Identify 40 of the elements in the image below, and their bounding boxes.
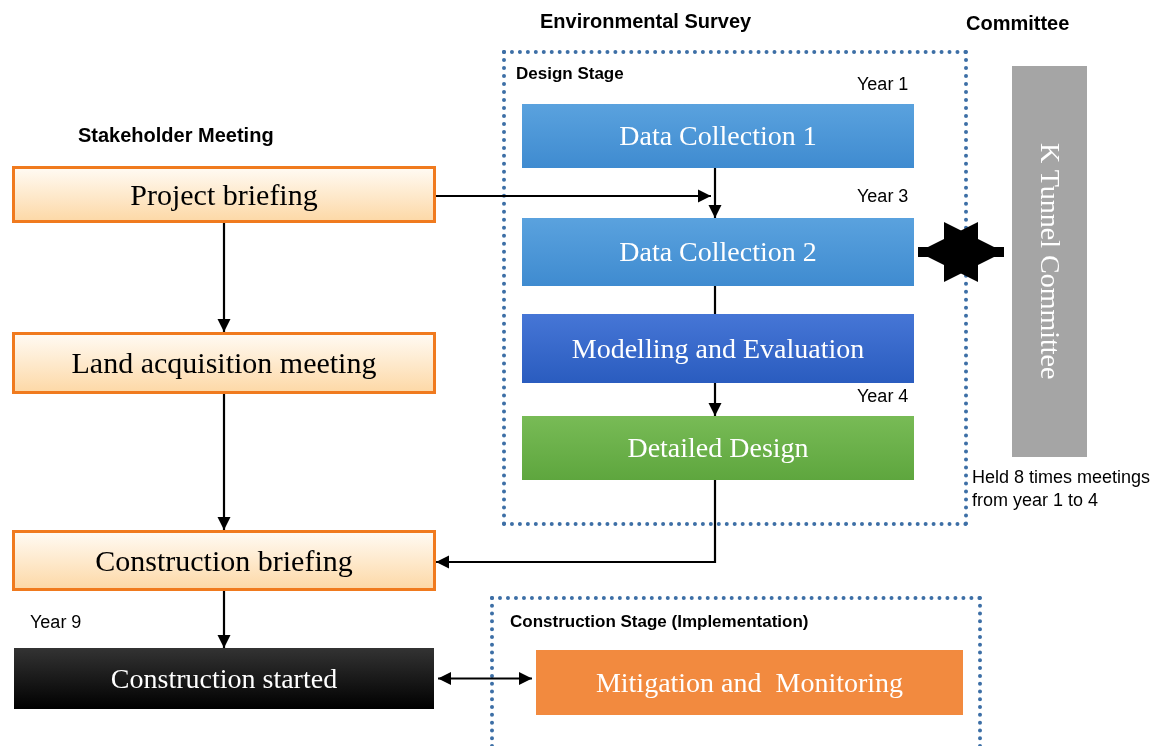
- meeting-box: [12, 530, 436, 591]
- note-text: Year 4: [857, 386, 909, 407]
- box-label: Land acquisition meeting: [70, 345, 378, 381]
- stage-heading: Construction Stage (Implementation): [510, 612, 809, 632]
- column-heading: Stakeholder Meeting: [78, 124, 274, 147]
- group-heading: Environmental Survey: [540, 10, 752, 33]
- note-text: Held 8 times meetings from year 1 to 4: [972, 466, 1152, 513]
- arrow: [918, 222, 1004, 282]
- process-box: [522, 104, 914, 168]
- box-label: K Tunnel Committee: [1033, 142, 1067, 382]
- box-label: Mitigation and Monitoring: [594, 665, 905, 700]
- process-box: [522, 416, 914, 480]
- arrow: [708, 168, 722, 218]
- arrow: [217, 223, 231, 332]
- stage-heading: Design Stage: [516, 64, 624, 84]
- arrow: [436, 480, 717, 569]
- box-label: Construction started: [109, 661, 339, 696]
- box-label: Modelling and Evaluation: [570, 331, 866, 366]
- process-box: [536, 650, 963, 715]
- arrow: [436, 189, 711, 203]
- box-label: Data Collection 2: [618, 235, 818, 269]
- arrow: [438, 671, 532, 686]
- note-text: Year 1: [857, 74, 909, 95]
- process-box: [522, 314, 914, 383]
- committee-bar: [1012, 66, 1087, 457]
- process-box: [14, 648, 434, 709]
- meeting-box: [12, 166, 436, 223]
- process-box: [522, 218, 914, 286]
- arrow: [217, 591, 231, 648]
- box-label: Project briefing: [129, 176, 319, 213]
- box-label: Construction briefing: [94, 542, 354, 579]
- stage-group: [490, 596, 982, 746]
- arrow: [217, 394, 231, 530]
- box-label: Data Collection 1: [618, 119, 818, 153]
- column-heading: Committee: [966, 12, 1070, 35]
- meeting-box: [12, 332, 436, 394]
- arrow: [708, 383, 722, 416]
- note-text: Year 3: [857, 186, 909, 207]
- note-text: Year 9: [30, 612, 82, 633]
- box-label: Detailed Design: [626, 431, 810, 465]
